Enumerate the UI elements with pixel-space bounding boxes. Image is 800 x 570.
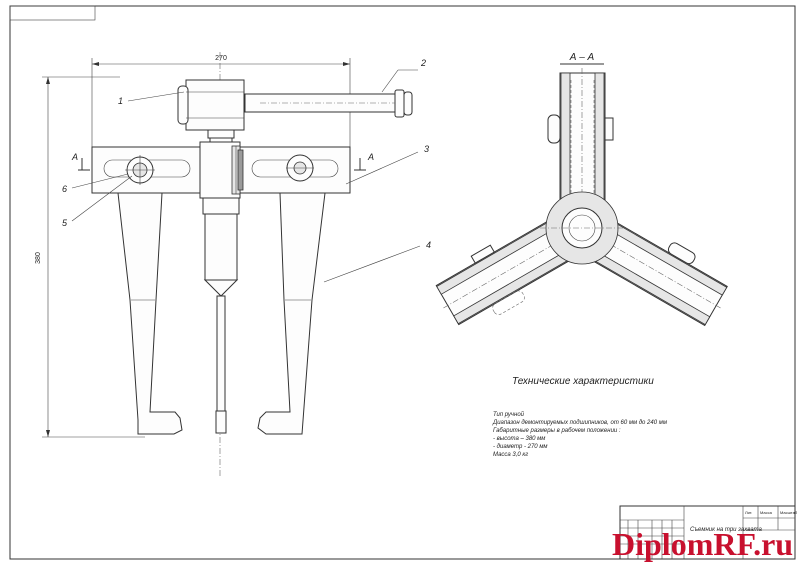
title-block-designation: Съемник на три захвата [690,527,762,533]
section-mark-left: A [71,152,78,162]
right-jaw [257,192,326,435]
spec-line: Тип ручной [493,411,525,418]
dimension-height-label: 380 [35,252,42,264]
handle-end-cap [394,89,405,118]
title-block-sheet-label: Лит. [745,510,752,515]
watermark-part-1: Diplom [612,526,714,562]
callout-5: 5 [62,218,68,228]
callout-4: 4 [426,240,431,250]
spec-line: Габаритные размеры в рабочем положении : [493,428,621,434]
sheet-border [9,5,796,560]
spec-line: Диапазон демонтируемых подшипников, от 6… [492,420,667,426]
spec-line: - высота – 380 мм [493,436,545,442]
title-block-scale-label: Масштаб [780,510,798,515]
section-mark-right: A [367,152,374,162]
section-view: А – А [435,52,728,327]
callout-3: 3 [424,144,429,154]
front-view: 270 380 [35,52,431,478]
corner-stamp-box [9,5,96,21]
callout-2: 2 [420,58,426,68]
tech-specs-title: Технические характеристики [512,376,654,387]
screw-tip [203,279,239,297]
screw-body [202,197,240,215]
tech-specs: Технические характеристики Тип ручной Ди… [492,376,667,458]
push-rod [216,295,226,412]
callout-6: 6 [62,184,67,194]
title-block-mass-label: Масса [760,510,773,515]
title-block: Лит. Масса Масштаб Съемник на три захват… [619,505,798,560]
dimension-width-label: 270 [215,55,227,62]
screw-head [185,79,245,131]
section-view-title: А – А [569,52,595,63]
watermark-part-3: .ru [753,526,794,562]
left-jaw [117,192,183,435]
callout-1: 1 [118,96,123,106]
watermark-logo: DiplomRF.ru [612,523,800,565]
spec-line: Масса 3,0 кг [493,452,528,458]
watermark-part-2: RF [713,526,754,562]
spec-line: - диаметр - 270 мм [493,444,548,450]
